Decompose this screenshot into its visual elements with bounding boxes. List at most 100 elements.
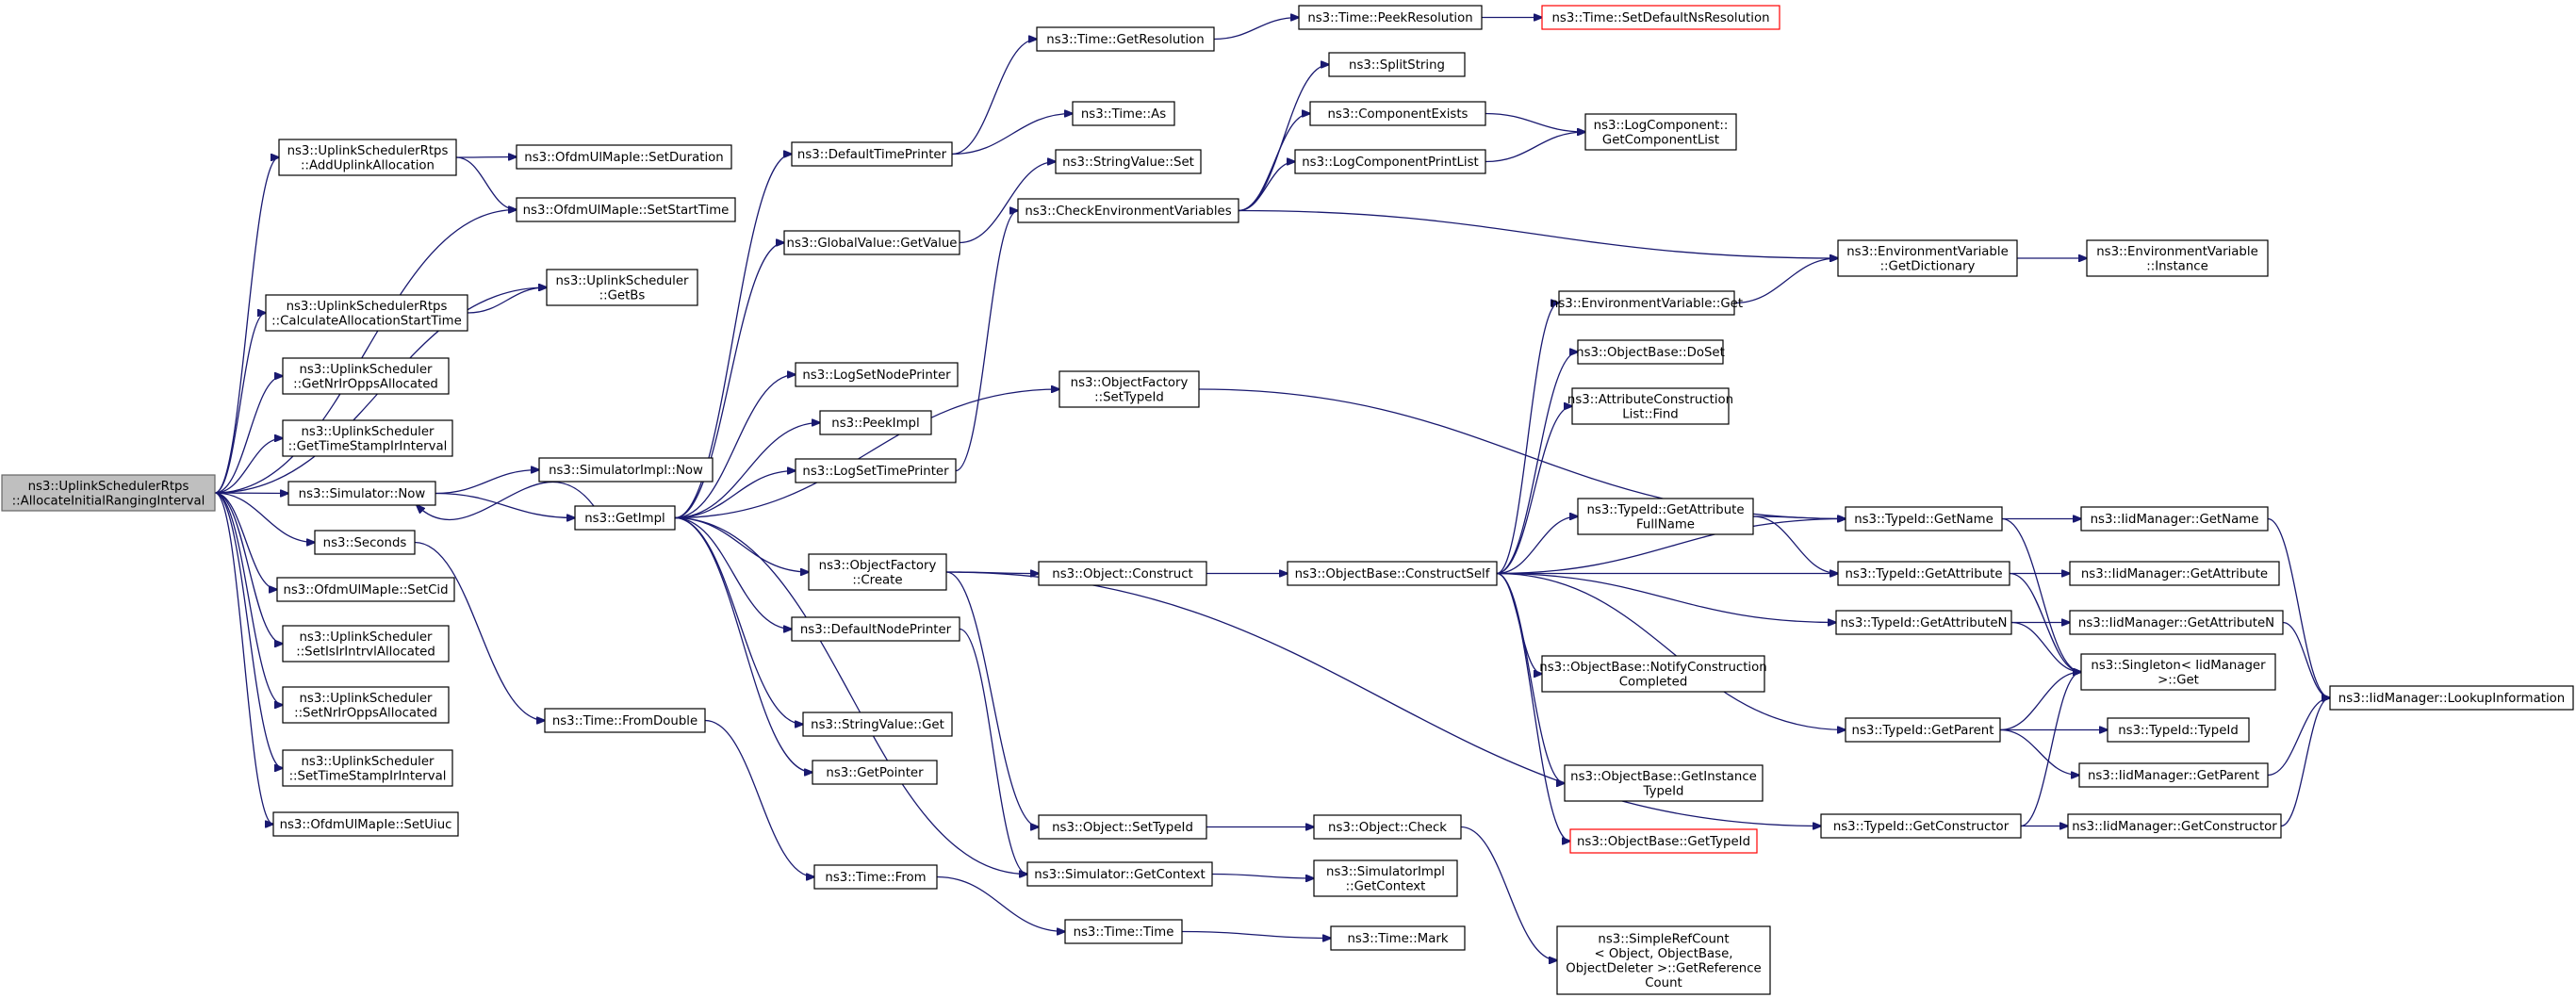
node-box[interactable] [795, 362, 959, 387]
node-box[interactable] [265, 294, 468, 332]
node-type-id-get-attribute-n[interactable]: ns3::TypeId::GetAttributeN [1835, 610, 2012, 635]
node-box[interactable] [544, 708, 706, 733]
node-singleton-get[interactable]: ns3::Singleton< IidManager>::Get [2080, 653, 2276, 691]
node-obj-base-do-set[interactable]: ns3::ObjectBase::DoSet [1576, 339, 1725, 365]
node-log-comp-get-list[interactable]: ns3::LogComponent::GetComponentList [1584, 113, 1737, 151]
node-set-uiuc[interactable]: ns3::OfdmUlMapIe::SetUiuc [272, 811, 459, 837]
node-box[interactable] [287, 481, 436, 506]
node-box[interactable] [282, 749, 453, 787]
node-set-start-time[interactable]: ns3::OfdmUlMapIe::SetStartTime [516, 197, 736, 222]
node-box[interactable] [1541, 5, 1780, 30]
node-from-double[interactable]: ns3::Time::FromDouble [544, 708, 706, 733]
node-set-nr-ir[interactable]: ns3::UplinkScheduler::SetNrIrOppsAllocat… [282, 686, 450, 724]
node-sim-impl-get-context[interactable]: ns3::SimulatorImpl::GetContext [1313, 859, 1458, 897]
node-global-get-value[interactable]: ns3::GlobalValue::GetValue [783, 230, 960, 255]
node-peek-resolution[interactable]: ns3::Time::PeekResolution [1298, 5, 1483, 30]
node-box[interactable] [516, 144, 732, 170]
node-box[interactable] [1328, 52, 1466, 77]
node-box[interactable] [1038, 814, 1207, 840]
node-box[interactable] [1564, 764, 1764, 802]
node-box[interactable] [1820, 813, 2022, 839]
node-obj-construct[interactable]: ns3::Object::Construct [1038, 561, 1207, 586]
node-get-impl[interactable]: ns3::GetImpl [574, 505, 676, 531]
node-component-exists[interactable]: ns3::ComponentExists [1309, 101, 1486, 126]
node-box[interactable] [1072, 101, 1175, 126]
node-time-mark[interactable]: ns3::Time::Mark [1330, 925, 1466, 951]
node-box[interactable] [1845, 717, 2001, 743]
node-type-id-get-constructor[interactable]: ns3::TypeId::GetConstructor [1820, 813, 2022, 839]
node-box[interactable] [791, 141, 953, 167]
node-box[interactable] [2069, 610, 2284, 635]
node-obj-base-notify[interactable]: ns3::ObjectBase::NotifyConstructionCompl… [1539, 655, 1767, 693]
node-box[interactable] [546, 269, 698, 306]
node-box[interactable] [1026, 861, 1213, 887]
node-peek-impl[interactable]: ns3::PeekImpl [819, 410, 932, 435]
node-str-value-set[interactable]: ns3::StringValue::Set [1055, 149, 1202, 174]
node-box[interactable] [808, 553, 947, 591]
node-box[interactable] [1313, 859, 1458, 897]
node-type-id-get-attribute[interactable]: ns3::TypeId::GetAttribute [1837, 561, 2010, 586]
node-obj-check[interactable]: ns3::Object::Check [1313, 814, 1462, 840]
node-env-var-instance[interactable]: ns3::EnvironmentVariable::Instance [2086, 239, 2269, 277]
node-get-resolution[interactable]: ns3::Time::GetResolution [1036, 26, 1215, 52]
node-box[interactable] [2069, 561, 2280, 586]
node-box[interactable] [282, 419, 453, 457]
node-time-time[interactable]: ns3::Time::Time [1064, 919, 1183, 944]
node-seconds[interactable]: ns3::Seconds [314, 530, 416, 555]
node-iid-get-attribute[interactable]: ns3::IidManager::GetAttribute [2069, 561, 2280, 586]
node-iid-get-attribute-n[interactable]: ns3::IidManager::GetAttributeN [2069, 610, 2284, 635]
node-type-id-type-id[interactable]: ns3::TypeId::TypeId [2107, 717, 2250, 743]
node-split-string[interactable]: ns3::SplitString [1328, 52, 1466, 77]
node-box[interactable] [791, 616, 960, 642]
node-box[interactable] [813, 864, 938, 890]
node-box[interactable] [1313, 814, 1462, 840]
node-box[interactable] [278, 139, 457, 176]
node-env-var-get[interactable]: ns3::EnvironmentVariable::Get [1551, 290, 1743, 316]
node-simple-ref-count[interactable]: ns3::SimpleRefCount< Object, ObjectBase,… [1556, 925, 1771, 995]
node-box[interactable] [1, 474, 216, 512]
node-box[interactable] [2107, 717, 2250, 743]
node-sim-now[interactable]: ns3::Simulator::Now [287, 481, 436, 506]
node-set-default-ns[interactable]: ns3::Time::SetDefaultNsResolution [1541, 5, 1780, 30]
node-box[interactable] [1835, 610, 2012, 635]
node-box[interactable] [276, 577, 455, 602]
node-log-set-node-printer[interactable]: ns3::LogSetNodePrinter [795, 362, 959, 387]
node-def-time-printer[interactable]: ns3::DefaultTimePrinter [791, 141, 953, 167]
node-def-node-printer[interactable]: ns3::DefaultNodePrinter [791, 616, 960, 642]
node-box[interactable] [1571, 387, 1730, 425]
node-box[interactable] [1330, 925, 1466, 951]
node-box[interactable] [1036, 26, 1215, 52]
node-iid-get-constructor[interactable]: ns3::IidManager::GetConstructor [2067, 813, 2282, 839]
node-add-uplink[interactable]: ns3::UplinkSchedulerRtps::AddUplinkAlloc… [278, 139, 457, 176]
node-box[interactable] [1309, 101, 1486, 126]
node-box[interactable] [802, 712, 953, 737]
node-box[interactable] [1017, 198, 1239, 223]
node-set-duration[interactable]: ns3::OfdmUlMapIe::SetDuration [516, 144, 732, 170]
node-box[interactable] [1294, 149, 1486, 174]
node-time-as[interactable]: ns3::Time::As [1072, 101, 1175, 126]
node-get-nr-ir[interactable]: ns3::UplinkScheduler::GetNrIrOppsAllocat… [282, 357, 450, 395]
node-box[interactable] [795, 458, 957, 483]
node-box[interactable] [1569, 828, 1758, 854]
node-box[interactable] [1837, 239, 2018, 277]
node-obj-base-construct-self[interactable]: ns3::ObjectBase::ConstructSelf [1287, 561, 1498, 586]
node-env-var-get-dict[interactable]: ns3::EnvironmentVariable::GetDictionary [1837, 239, 2018, 277]
node-box[interactable] [1577, 339, 1724, 365]
node-box[interactable] [1556, 925, 1771, 995]
node-calc-alloc[interactable]: ns3::UplinkSchedulerRtps::CalculateAlloc… [265, 294, 468, 332]
node-box[interactable] [783, 230, 960, 255]
node-box[interactable] [2067, 813, 2282, 839]
node-sim-impl-now[interactable]: ns3::SimulatorImpl::Now [538, 457, 714, 483]
node-box[interactable] [2080, 506, 2269, 532]
node-box[interactable] [2080, 653, 2276, 691]
node-box[interactable] [1038, 561, 1207, 586]
node-check-env[interactable]: ns3::CheckEnvironmentVariables [1017, 198, 1239, 223]
node-set-time-stamp[interactable]: ns3::UplinkScheduler::SetTimeStampIrInte… [282, 749, 453, 787]
node-box[interactable] [282, 357, 450, 395]
node-box[interactable] [2078, 762, 2269, 788]
node-log-set-time-printer[interactable]: ns3::LogSetTimePrinter [795, 458, 957, 483]
node-obj-set-type-id[interactable]: ns3::Object::SetTypeId [1038, 814, 1207, 840]
node-box[interactable] [1064, 919, 1183, 944]
